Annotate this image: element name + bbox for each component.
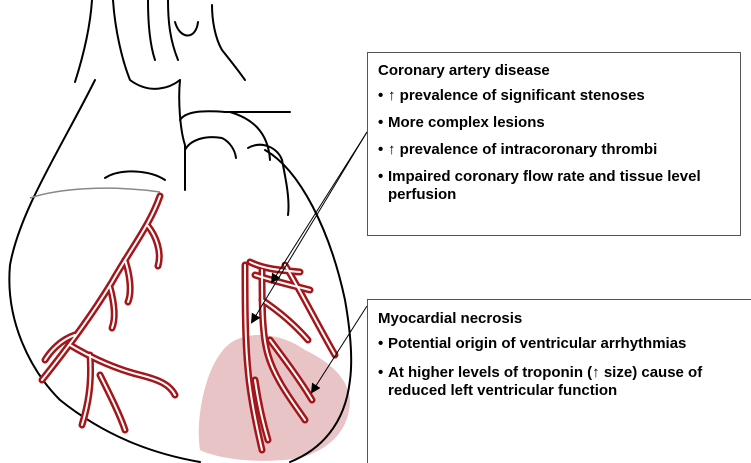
coronary-artery-disease-title: Coronary artery disease <box>378 62 730 79</box>
list-item: Impaired coronary flow rate and tissue l… <box>378 168 730 204</box>
aorta-left-wall <box>75 0 92 82</box>
list-item: Potential origin of ventricular arrhythm… <box>378 335 751 353</box>
carotid-arch <box>175 22 198 36</box>
coronary-artery-disease-list: ↑ prevalence of significant stenoses Mor… <box>378 87 730 204</box>
heart-body-outline <box>9 80 200 462</box>
left-atrial-appendage <box>248 145 289 215</box>
myocardial-necrosis-list: Potential origin of ventricular arrhythm… <box>378 335 751 400</box>
list-item: More complex lesions <box>378 114 730 132</box>
pulmonary-top <box>180 111 290 120</box>
pulmonary-vessel-left <box>185 137 236 158</box>
right-coronary-artery <box>42 196 160 380</box>
upper-atrium <box>105 171 165 180</box>
pulmonary-branch <box>230 112 270 160</box>
list-item: ↑ prevalence of significant stenoses <box>378 87 730 105</box>
coronary-leader-arrow <box>272 132 367 282</box>
list-item: ↑ prevalence of intracoronary thrombi <box>378 141 730 159</box>
aorta-right-wall <box>113 0 180 89</box>
diagonal-branch-2 <box>262 300 308 340</box>
necrosis-region <box>199 335 350 461</box>
pulmonary-trunk <box>179 80 185 190</box>
list-item: At higher levels of troponin (↑ size) ca… <box>378 364 751 400</box>
brachiocephalic-right <box>168 0 178 60</box>
atrioventricular-groove <box>30 188 160 198</box>
myocardial-necrosis-title: Myocardial necrosis <box>378 310 751 327</box>
coronary-artery-disease-box: Coronary artery disease ↑ prevalence of … <box>367 52 741 236</box>
subclavian-right <box>212 5 245 80</box>
brachiocephalic-left <box>148 0 155 60</box>
myocardial-necrosis-box: Myocardial necrosis Potential origin of … <box>367 299 751 463</box>
